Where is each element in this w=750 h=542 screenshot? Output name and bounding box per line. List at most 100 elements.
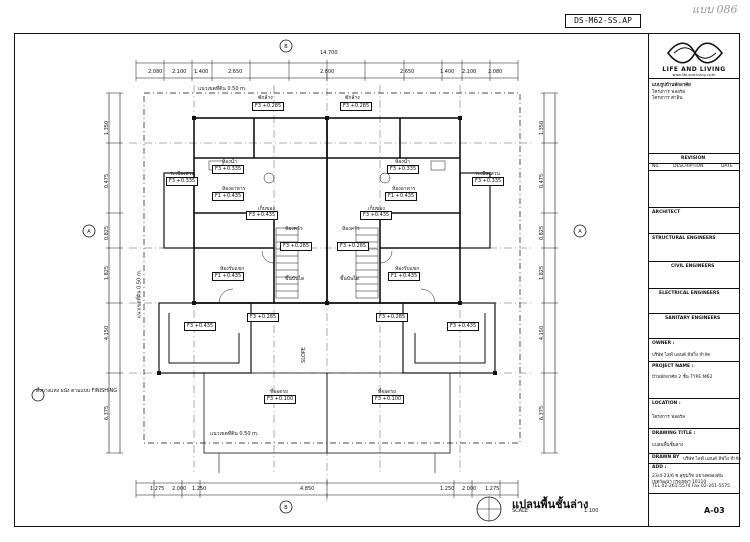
tb-owner-line-2: โครงการ ศาลิน <box>652 96 683 101</box>
room-name-storage-left: เก็บของ <box>258 206 275 212</box>
tb-sanitary-label: SANITARY ENGINEERS <box>665 316 721 321</box>
tb-owner2-value: บริษัท ไลฟ์ แอนด์ ลีฟวิ่ง จำกัด <box>652 353 711 358</box>
room-name-kitchen-right: ห้องครัว <box>342 226 360 232</box>
boundary-label-bottom: แนวเขตที่ดิน 0.50 m. <box>210 431 259 437</box>
level-tag-terrace-right: F3 +0.335 <box>472 177 505 186</box>
room-name-laundry-left: ซักล้าง <box>258 95 273 101</box>
right-dim-1: 0.475 <box>539 173 546 189</box>
tb-structural-label: STRUCTURAL ENGINEERS <box>652 236 716 241</box>
top-dim-0: 2.080 <box>148 69 163 75</box>
tb-revision-label: REVISION <box>681 156 706 161</box>
slope-label: SLOPE <box>300 347 307 363</box>
sheet-frame <box>14 33 740 527</box>
tb-drawn-by-value: บริษัท ไลฟ์ แอนด์ ลีฟวิ่ง จำกัด <box>683 457 742 462</box>
level-tag-carport-right: F3 +0.100 <box>372 395 405 404</box>
sheet-number: A-03 <box>704 506 725 515</box>
left-dim-5: 6.375 <box>104 405 111 421</box>
stair-label-left: ขึ้นบันได <box>285 276 305 282</box>
bottom-dim-3: 4.850 <box>300 486 315 492</box>
tb-owner2-label: OWNER : <box>652 341 675 346</box>
room-name-carport-right: ที่จอดรถ <box>378 389 397 395</box>
level-tag-porch-left: F3 +0.435 <box>184 322 217 331</box>
tb-location-value: โครงการ ฟลอรัล <box>652 415 685 420</box>
bottom-dim-6: 1.275 <box>485 486 500 492</box>
tb-rev-col-no: No. <box>652 164 660 169</box>
brand-name: LIFE AND LIVING <box>662 66 726 73</box>
brand-url: www.life-and-living.co.th <box>672 73 716 77</box>
section-mark-a-right: A <box>578 229 582 235</box>
top-dim-8: 2.080 <box>488 69 503 75</box>
tb-project-label: PROJECT NAME : <box>652 364 694 369</box>
finishing-note: ตั้งบางแห่ง ผนัง ตามแบบ FINISHING <box>36 388 118 394</box>
right-dim-0: 1.350 <box>539 120 546 136</box>
left-dim-3: 1.825 <box>104 265 111 281</box>
drawing-code: DS-M62-SS.AP <box>565 14 641 28</box>
top-dim-1: 2.100 <box>172 69 187 75</box>
level-tag-terrace-left: F3 +0.335 <box>166 177 199 186</box>
level-tag-bath-left: F3 +0.335 <box>212 165 245 174</box>
tb-address-line-2: เขตวัฒนา กรุงเทพฯ 10110 <box>652 480 707 485</box>
boundary-label-side: แนวเขตที่ดิน 0.50 m. <box>136 269 143 319</box>
room-name-kitchen-left: ห้องครัว <box>285 226 303 232</box>
right-dim-4: 4.150 <box>539 325 546 341</box>
tb-drawn-by-label: DRAWN BY <box>652 455 680 460</box>
handwritten-note: แบบ 086 <box>692 3 738 16</box>
tb-address-line-1: 23/4-23/6 ซ.สุขุมวิท แขวงคลองตัน <box>652 474 723 479</box>
right-dim-2: 0.825 <box>539 225 546 241</box>
top-dim-6: 1.400 <box>440 69 455 75</box>
section-mark-b-bottom: B <box>284 505 288 511</box>
room-name-terrace-right: ระเบียงสวน <box>475 171 500 177</box>
tb-drawing-title-label: DRAWING TITLE : <box>652 431 696 436</box>
bottom-dim-5: 2.000 <box>462 486 477 492</box>
level-tag-living-left: F1 +0.435 <box>212 272 245 281</box>
level-tag-laundry-left: F3 +0.285 <box>252 102 285 111</box>
room-name-bath-left: ห้องน้ำ <box>222 159 237 165</box>
room-name-bath-right: ห้องน้ำ <box>395 159 410 165</box>
plan-title: แปลนพื้นชั้นล่าง <box>512 498 589 511</box>
tb-rev-col-desc: DESCRIPTION <box>673 164 704 169</box>
left-dim-4: 4.150 <box>104 325 111 341</box>
scale-label: SCALE <box>512 508 529 514</box>
level-tag-bath-right: F3 +0.335 <box>387 165 420 174</box>
top-dim-2: 1.400 <box>194 69 209 75</box>
level-tag-dining-right: F1 +0.435 <box>385 192 418 201</box>
left-dim-2: 0.825 <box>104 225 111 241</box>
tb-rev-col-date: DATE <box>721 164 733 169</box>
tb-address-line-3: TEL 02-261-5574 Fax 02-261-5575 <box>652 484 731 489</box>
room-name-dining-left: ห้องอาหาร <box>222 186 246 192</box>
level-tag-storage-right: F3 +0.435 <box>360 211 393 220</box>
bottom-dim-1: 2.000 <box>172 486 187 492</box>
level-tag-kitchen-left: F3 +0.285 <box>280 242 313 251</box>
left-dim-0: 1.350 <box>104 120 111 136</box>
bottom-dim-4: 1.250 <box>440 486 455 492</box>
level-tag-living-right: F1 +0.435 <box>388 272 421 281</box>
right-dim-5: 6.375 <box>539 405 546 421</box>
room-name-laundry-right: ซักล้าง <box>345 95 360 101</box>
level-tag-entry-right: F3 +0.285 <box>376 313 409 322</box>
stair-label-right: ขึ้นบันได <box>340 276 360 282</box>
section-mark-a-left: A <box>87 229 91 235</box>
title-block: แบบรูปบ้านพักอาศัย โครงการ ฟลอรัล โครงกา… <box>648 33 742 527</box>
level-tag-dining-left: F1 +0.435 <box>212 192 245 201</box>
tb-drawing-title-value: แปลนพื้นชั้นล่าง <box>652 443 684 448</box>
room-name-carport-left: ที่จอดรถ <box>270 389 289 395</box>
overall-dimension: 14.700 <box>320 50 338 56</box>
bottom-dim-2: 1.250 <box>192 486 207 492</box>
level-tag-entry-left: F3 +0.285 <box>247 313 280 322</box>
room-name-dining-right: ห้องอาหาร <box>392 186 416 192</box>
room-name-living-left: ห้องรับแขก <box>220 266 245 272</box>
bottom-dim-0: 1.275 <box>150 486 165 492</box>
right-dim-3: 1.825 <box>539 265 546 281</box>
section-mark-b-top: B <box>284 44 288 50</box>
top-dim-5: 2.650 <box>400 69 415 75</box>
level-tag-storage-left: F3 +0.435 <box>246 211 279 220</box>
room-name-storage-right: เก็บของ <box>368 206 385 212</box>
room-name-terrace-left: ระเบียงสวน <box>170 171 195 177</box>
room-name-living-right: ห้องรับแขก <box>395 266 420 272</box>
level-tag-carport-left: F3 +0.100 <box>264 395 297 404</box>
level-tag-porch-right: F3 +0.435 <box>447 322 480 331</box>
tb-civil-label: CIVIL ENGINEERS <box>671 264 715 269</box>
left-dim-1: 0.475 <box>104 173 111 189</box>
level-tag-laundry-right: F3 +0.285 <box>340 102 373 111</box>
boundary-label-top: แนวเขตที่ดิน 0.50 m. <box>198 86 247 92</box>
